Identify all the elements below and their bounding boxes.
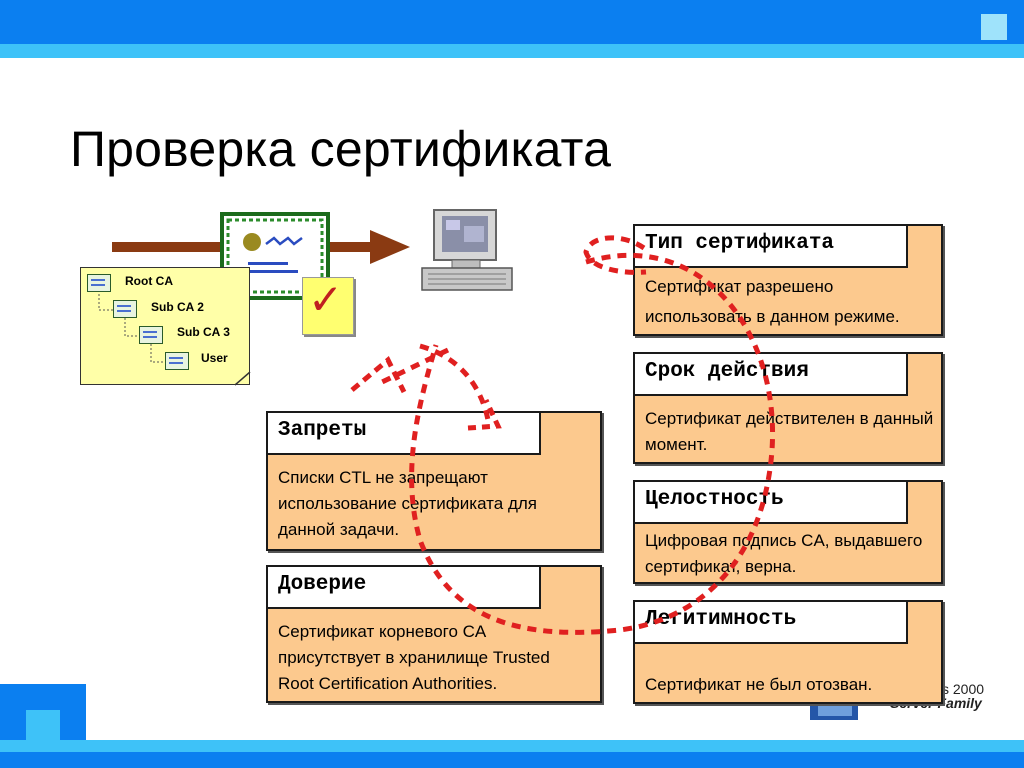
computer-icon [421, 209, 513, 291]
card-body: Цифровая подпись CA, выдавшего сертифика… [645, 531, 923, 576]
card-header: Доверие [266, 565, 541, 609]
top-stripe [0, 44, 1024, 58]
small-cycle-arrow [376, 343, 491, 421]
tree-user: User [201, 351, 228, 365]
card-integrity: Целостность Цифровая подпись CA, выдавше… [633, 480, 943, 584]
top-banner [0, 0, 964, 44]
corner-square-top [981, 14, 1007, 40]
card-header: Легитимность [633, 600, 908, 644]
certificate-icon [87, 274, 111, 292]
card-header: Запреты [266, 411, 541, 455]
ca-hierarchy-note: Root CA Sub CA 2 Sub CA 3 User [80, 267, 251, 386]
bottom-stripe [0, 740, 1024, 752]
check-icon: ✓ [308, 276, 344, 323]
card-body: Списки CTL не запрещают использование се… [278, 468, 537, 539]
card-legitimacy: Легитимность Сертификат не был отозван. [633, 600, 943, 704]
card-validity: Срок действия Сертификат действителен в … [633, 352, 943, 464]
bottom-banner [0, 752, 1024, 768]
tree-sub-ca-3: Sub CA 3 [177, 325, 230, 339]
tree-connectors [98, 294, 251, 386]
tree-sub-ca-2: Sub CA 2 [151, 300, 204, 314]
card-body: Сертификат разрешено использовать в данн… [645, 277, 900, 326]
certificate-icon [113, 300, 137, 318]
logo-line-1: s 2000 [942, 681, 985, 697]
card-body: Сертификат корневого CA присутствует в х… [278, 622, 550, 693]
card-trust: Доверие Сертификат корневого CA присутст… [266, 565, 602, 703]
tree-root-ca: Root CA [125, 274, 173, 288]
card-bans: Запреты Списки CTL не запрещают использо… [266, 411, 602, 551]
slide-title: Проверка сертификата [70, 121, 612, 177]
corner-square-bottom [26, 710, 60, 740]
card-header: Целостность [633, 480, 908, 524]
card-header: Срок действия [633, 352, 908, 396]
card-body: Сертификат не был отозван. [645, 675, 873, 694]
certificate-icon [165, 352, 189, 370]
card-body: Сертификат действителен в данный момент. [645, 409, 934, 454]
windows-logo-inner [818, 700, 852, 716]
card-header: Тип сертификата [633, 224, 908, 268]
check-badge [302, 277, 354, 335]
card-cert-type: Тип сертификата Сертификат разрешено исп… [633, 224, 943, 336]
certificate-icon [139, 326, 163, 344]
